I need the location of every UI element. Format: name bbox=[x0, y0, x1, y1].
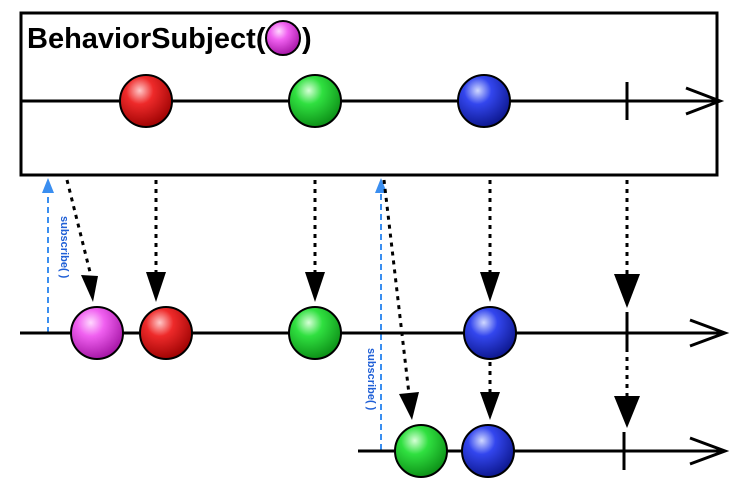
arrowhead-complete-2 bbox=[614, 396, 640, 428]
title-suffix: ) bbox=[302, 23, 312, 55]
arrowhead-red bbox=[146, 272, 166, 302]
subscriber-2-marble-green bbox=[394, 424, 448, 478]
behavior-subject-box: BehaviorSubject( ) bbox=[19, 11, 725, 177]
subscribe-arrow-1: subscribe( ) bbox=[42, 178, 70, 333]
subscriber-1-timeline bbox=[20, 306, 730, 360]
initial-value-marble-pink bbox=[265, 20, 301, 56]
arrowhead-green-2 bbox=[399, 392, 419, 420]
arrowhead-blue-1 bbox=[480, 272, 500, 302]
source-timeline-arrowhead bbox=[685, 86, 725, 116]
arrowhead-blue-2 bbox=[480, 392, 500, 420]
subscriber-1-marble-pink bbox=[70, 306, 124, 360]
subscriber-1-marble-blue bbox=[463, 306, 517, 360]
arrowhead-pink bbox=[81, 275, 98, 302]
subscribe-label-2: subscribe( ) bbox=[365, 348, 377, 411]
source-marble-green bbox=[288, 74, 342, 128]
subscribe-arrow-2: subscribe( ) bbox=[365, 178, 387, 450]
source-marble-red bbox=[119, 74, 173, 128]
arrowhead-green bbox=[305, 272, 325, 302]
subscriber-2-timeline bbox=[358, 424, 730, 478]
title-prefix: BehaviorSubject( bbox=[27, 23, 266, 55]
subscriber-2-marble-blue bbox=[461, 424, 515, 478]
subscriber-1-marble-green bbox=[288, 306, 342, 360]
subscriber-1-arrowhead bbox=[689, 318, 730, 348]
source-marble-blue bbox=[457, 74, 511, 128]
arrowhead-complete-1 bbox=[614, 274, 640, 308]
subscriber-2-arrowhead bbox=[689, 436, 730, 466]
subscriber-1-marble-red bbox=[139, 306, 193, 360]
subscribe-label-1: subscribe( ) bbox=[58, 216, 70, 279]
emission-line-green-2 bbox=[382, 179, 411, 395]
emission-line-pink bbox=[65, 179, 92, 273]
